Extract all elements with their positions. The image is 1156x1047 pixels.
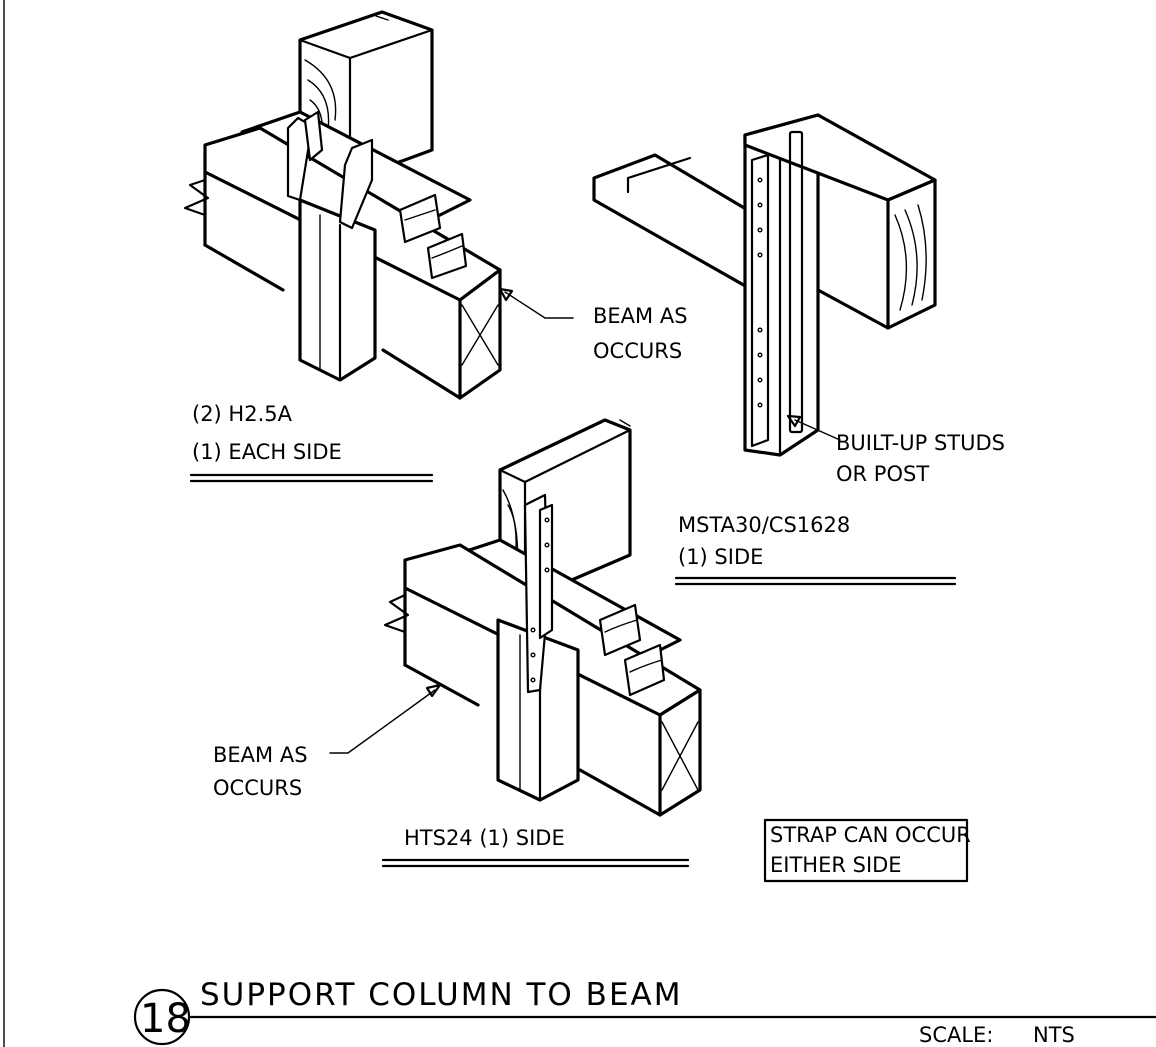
scale-value: NTS xyxy=(1033,1023,1075,1047)
detail-title: SUPPORT COLUMN TO BEAM xyxy=(200,977,682,1013)
title-block xyxy=(133,988,1156,1046)
note-beam-bottom-line2: OCCURS xyxy=(213,776,302,800)
note-builtup-line1: BUILT-UP STUDS xyxy=(836,431,1005,455)
note-beam-top-line1: BEAM AS xyxy=(593,304,688,328)
strap-note-box xyxy=(763,818,969,883)
iso-detail-hts24 xyxy=(383,418,702,817)
note-h25a-line1: (2) H2.5A xyxy=(192,402,293,426)
detail-number: 18 xyxy=(140,996,191,1042)
note-builtup-line2: OR POST xyxy=(836,462,929,486)
note-msta-line2: (1) SIDE xyxy=(678,545,763,569)
note-beam-bottom-line1: BEAM AS xyxy=(213,743,308,767)
note-h25a-line2: (1) EACH SIDE xyxy=(192,440,342,464)
note-beam-top-line2: OCCURS xyxy=(593,339,682,363)
note-hts24: HTS24 (1) SIDE xyxy=(404,826,565,850)
iso-detail-msta30 xyxy=(592,113,937,457)
callout-underlines xyxy=(189,473,957,868)
note-msta-line1: MSTA30/CS1628 xyxy=(678,513,850,537)
leader-beam-top xyxy=(498,287,574,319)
iso-detail-h25a xyxy=(183,10,502,400)
note-strap-line1: STRAP CAN OCCUR xyxy=(770,823,971,847)
leader-beam-bottom xyxy=(329,683,442,754)
scale-label: SCALE: xyxy=(919,1023,993,1047)
note-strap-line2: EITHER SIDE xyxy=(770,853,902,877)
